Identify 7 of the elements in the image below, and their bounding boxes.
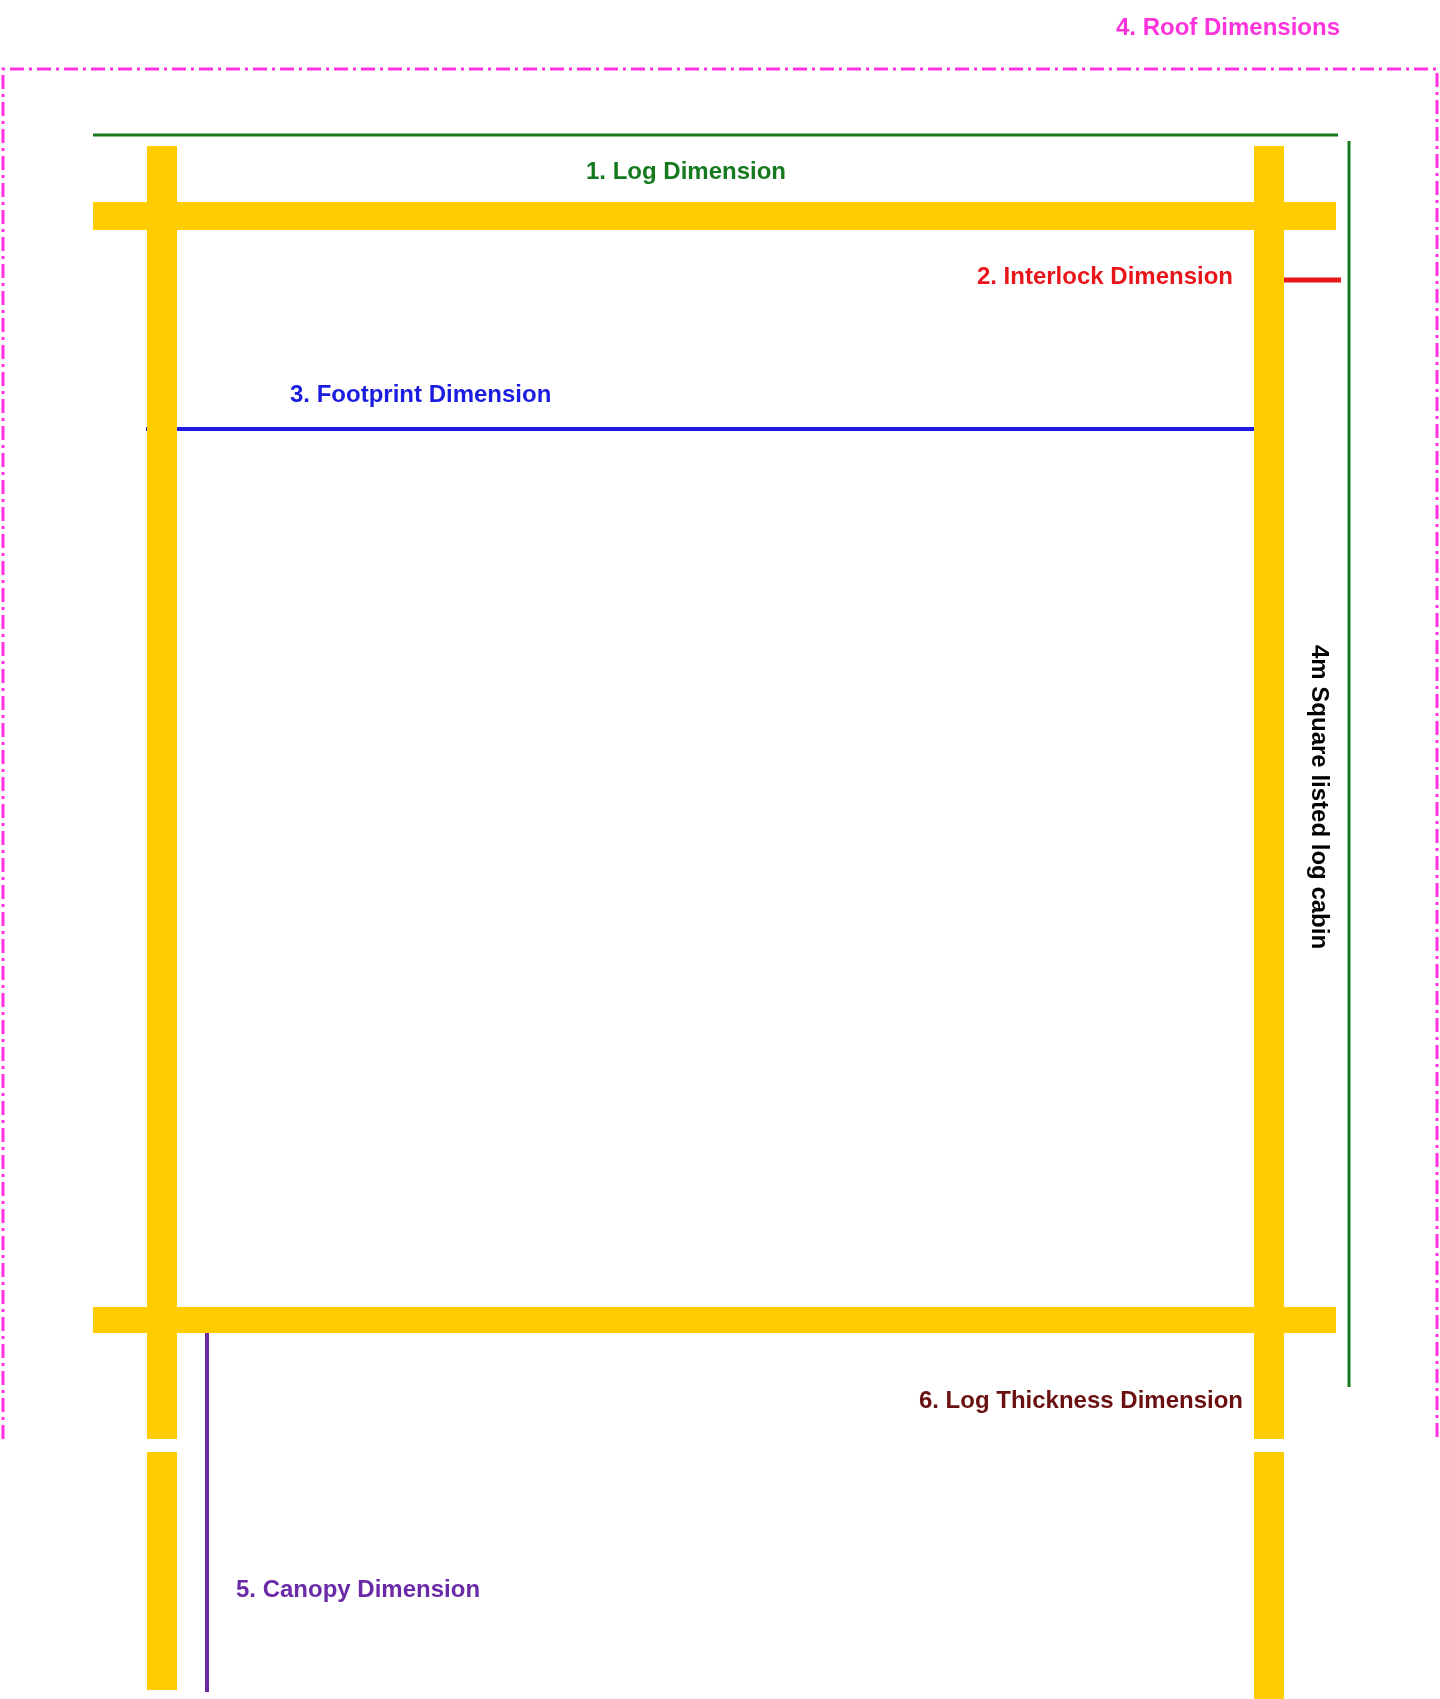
dimension-label: 4. Roof Dimensions (1115, 12, 1340, 42)
dimension-label: 3. Footprint Dimension (290, 379, 552, 409)
dimension-label: 2. Interlock Dimension (976, 261, 1233, 291)
dimension-label: 4m Square listed log cabin (1306, 645, 1335, 950)
dimension-label: 1. Log Dimension (586, 156, 786, 186)
dimension-label: 5. Canopy Dimension (236, 1574, 481, 1604)
dimension-label: 6. Log Thickness Dimension (918, 1385, 1243, 1415)
